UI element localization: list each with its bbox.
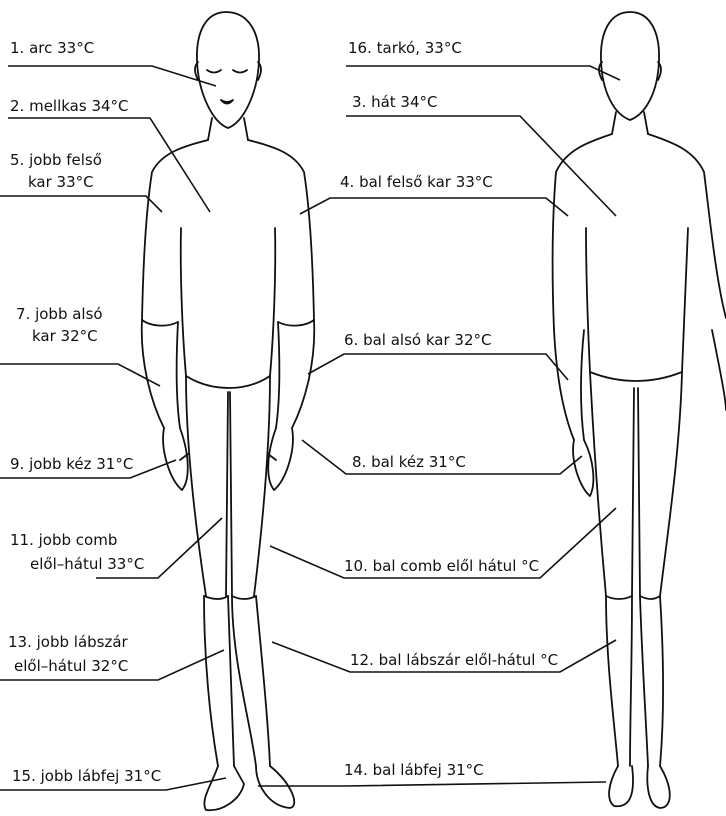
back-feet xyxy=(609,766,670,808)
front-neck xyxy=(208,118,248,140)
front-lower-legs xyxy=(204,596,270,766)
label-jobb-kez: 9. jobb kéz 31°C xyxy=(10,454,133,474)
label-jobb-labszar-2: elől–hátul 32°C xyxy=(14,656,128,676)
label-jobb-felso-kar-2: kar 33°C xyxy=(28,172,94,192)
label-mellkas: 2. mellkas 34°C xyxy=(10,96,129,116)
front-feet xyxy=(204,766,294,810)
back-figure xyxy=(553,12,726,808)
label-bal-felso-kar: 4. bal felső kar 33°C xyxy=(340,172,493,192)
back-forearms xyxy=(554,330,726,440)
label-jobb-also-kar-1: 7. jobb alsó xyxy=(16,304,103,324)
front-figure xyxy=(142,12,315,810)
back-hand-left xyxy=(573,440,593,496)
label-bal-labszar: 12. bal lábszár elől-hátul °C xyxy=(350,650,558,670)
label-arc: 1. arc 33°C xyxy=(10,38,94,58)
label-jobb-comb-2: elől–hátul 33°C xyxy=(30,554,144,574)
back-lower-legs xyxy=(606,596,663,766)
front-knee-line xyxy=(204,596,256,599)
label-tarko: 16. tarkó, 33°C xyxy=(348,38,462,58)
back-head xyxy=(601,12,659,120)
leader-5 xyxy=(0,196,162,212)
label-bal-also-kar: 6. bal alsó kar 32°C xyxy=(344,330,491,350)
front-sleeve-right xyxy=(278,320,314,326)
leader-1 xyxy=(8,66,216,86)
label-jobb-also-kar-2: kar 32°C xyxy=(32,326,98,346)
back-neck xyxy=(612,112,648,134)
leader-7 xyxy=(0,364,160,386)
label-jobb-felso-kar-1: 5. jobb felső xyxy=(10,150,102,170)
front-eye-left xyxy=(207,70,221,73)
front-hand-right xyxy=(268,428,293,490)
front-forearm-left xyxy=(142,320,180,428)
label-jobb-labszar-1: 13. jobb lábszár xyxy=(8,632,128,652)
leader-4 xyxy=(300,198,568,216)
label-bal-comb: 10. bal comb elől hátul °C xyxy=(344,556,539,576)
leader-3 xyxy=(346,116,616,216)
front-torso xyxy=(142,140,314,376)
leader-16 xyxy=(346,66,620,80)
front-thighs xyxy=(186,376,270,596)
front-sleeve-left xyxy=(142,320,178,326)
back-torso xyxy=(553,134,726,372)
front-eye-right xyxy=(233,70,247,73)
back-knee-line xyxy=(606,596,660,599)
label-jobb-labfej: 15. jobb lábfej 31°C xyxy=(12,766,161,786)
label-jobb-comb-1: 11. jobb comb xyxy=(10,530,117,550)
leader-6 xyxy=(308,354,568,380)
label-hat: 3. hát 34°C xyxy=(352,92,438,112)
label-bal-kez: 8. bal kéz 31°C xyxy=(352,452,466,472)
front-mouth xyxy=(221,100,233,104)
back-legs xyxy=(590,372,682,596)
label-bal-labfej: 14. bal lábfej 31°C xyxy=(344,760,484,780)
back-waist xyxy=(590,372,682,381)
front-waist xyxy=(186,376,270,388)
leader-14 xyxy=(258,782,606,786)
front-hand-left xyxy=(163,428,188,490)
